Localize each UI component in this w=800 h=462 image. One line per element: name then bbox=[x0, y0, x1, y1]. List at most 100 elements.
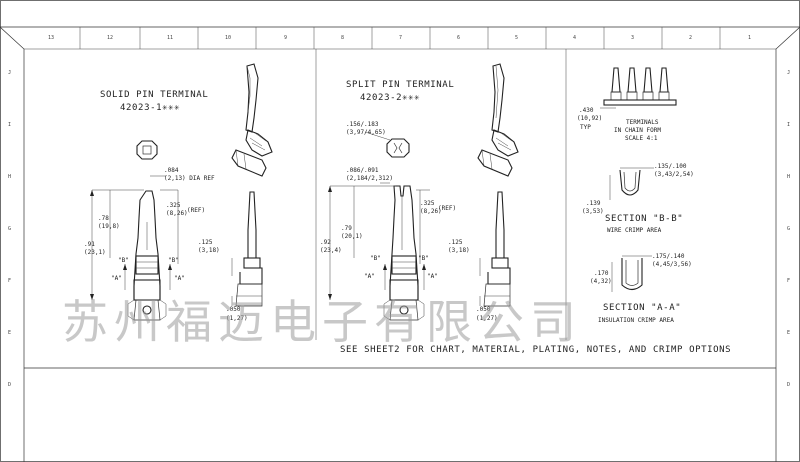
solid-dim-dia: .084 bbox=[164, 167, 179, 174]
solid-dim-78-mm: (19,8) bbox=[98, 223, 120, 230]
section-arrow bbox=[168, 264, 172, 270]
chain-caption-3: SCALE 4:1 bbox=[625, 135, 658, 142]
split-pin-front-view bbox=[383, 185, 425, 321]
solid-section-a-left: "A" bbox=[111, 275, 122, 282]
section-b-caption: WIRE CRIMP AREA bbox=[607, 227, 662, 234]
zone-label: E bbox=[8, 330, 11, 336]
solid-dim-91-mm: (23,1) bbox=[84, 249, 106, 256]
sheet-note: SEE SHEET2 FOR CHART, MATERIAL, PLATING,… bbox=[340, 345, 731, 355]
split-dim-325: .325 bbox=[420, 200, 435, 207]
chain-panel: .430 (10,92) TYP TERMINALS IN CHAIN FORM… bbox=[577, 67, 694, 324]
zone-label: I bbox=[787, 122, 790, 128]
chain-caption-2: IN CHAIN FORM bbox=[614, 127, 661, 134]
split-dim-92-mm: (23,4) bbox=[320, 247, 342, 254]
zone-labels-top: 13 12 11 10 9 8 7 6 5 4 3 2 1 bbox=[48, 35, 751, 41]
solid-dim-325-mm: (8,26) bbox=[166, 210, 188, 217]
chain-typ: TYP bbox=[580, 124, 591, 131]
solid-pin-iso-view bbox=[231, 63, 273, 177]
zone-label: D bbox=[8, 382, 11, 388]
zone-label: 3 bbox=[631, 35, 634, 41]
zone-label: 4 bbox=[573, 35, 576, 41]
zone-label: 1 bbox=[748, 35, 751, 41]
solid-dim-91: .91 bbox=[84, 241, 95, 248]
chain-dim: .430 bbox=[579, 107, 594, 114]
split-dim-086: .086/.091 bbox=[346, 167, 379, 174]
section-b-dim-top: .135/.100 bbox=[654, 163, 687, 170]
solid-dim-125-mm: (3,18) bbox=[198, 247, 220, 254]
section-b-dim-side: .139 bbox=[586, 200, 601, 207]
zone-label: 9 bbox=[284, 35, 287, 41]
solid-dim-050: .050 bbox=[226, 306, 241, 313]
section-a-dim-side-mm: (4,32) bbox=[590, 278, 612, 285]
solid-pin-section bbox=[136, 140, 158, 160]
split-part-number: 42023-2✳✳✳ bbox=[360, 93, 420, 103]
section-a-dim-top: .175/.140 bbox=[652, 253, 685, 260]
zone-labels-left: J I H G F E D bbox=[8, 70, 11, 388]
section-arrow bbox=[123, 264, 127, 270]
split-dim-086-mm: (2,184/2,312) bbox=[346, 175, 393, 182]
split-section-a-right: "A" bbox=[427, 273, 438, 280]
zone-label: 12 bbox=[107, 35, 113, 41]
zone-label: H bbox=[8, 174, 11, 180]
split-pin-panel: SPLIT PIN TERMINAL 42023-2✳✳✳ bbox=[320, 63, 519, 322]
zone-label: 10 bbox=[225, 35, 231, 41]
solid-section-b-left: "B" bbox=[118, 257, 129, 264]
split-pin-side-view bbox=[483, 191, 511, 307]
zone-label: D bbox=[787, 382, 790, 388]
section-b-title: SECTION "B-B" bbox=[605, 214, 683, 224]
zone-label: G bbox=[8, 226, 11, 232]
dim-arrow bbox=[328, 186, 332, 192]
section-arrow bbox=[422, 264, 426, 270]
zone-label: G bbox=[787, 226, 790, 232]
split-ref: (REF) bbox=[438, 205, 456, 212]
section-arrow bbox=[383, 264, 387, 270]
terminal-chain-view bbox=[600, 67, 677, 109]
split-dim-92: .92 bbox=[320, 239, 331, 246]
solid-pin-side-view bbox=[235, 191, 263, 307]
section-a-caption: INSULATION CRIMP AREA bbox=[598, 317, 674, 324]
zone-label: F bbox=[787, 278, 790, 284]
zone-label: 13 bbox=[48, 35, 54, 41]
solid-pin-panel: SOLID PIN TERMINAL 42023-1✳✳✳ bbox=[84, 63, 273, 322]
split-dim-325-mm: (8,26) bbox=[420, 208, 442, 215]
split-dim-79: .79 bbox=[341, 225, 352, 232]
chain-dim-mm: (10,92) bbox=[577, 115, 602, 122]
zone-label: H bbox=[787, 174, 790, 180]
split-pin-section bbox=[386, 138, 410, 158]
company-watermark: 苏州福迈电子有限公司 bbox=[62, 295, 582, 349]
solid-section-b-right: "B" bbox=[168, 257, 179, 264]
zone-label: 11 bbox=[167, 35, 173, 41]
section-b-dim-top-mm: (3,43/2,54) bbox=[654, 171, 694, 178]
solid-section-a-right: "A" bbox=[174, 275, 185, 282]
split-dim-125: .125 bbox=[448, 239, 463, 246]
solid-ref: (REF) bbox=[187, 207, 205, 214]
dim-arrow bbox=[90, 190, 94, 196]
zone-label: 7 bbox=[399, 35, 402, 41]
solid-part-number: 42023-1✳✳✳ bbox=[120, 103, 180, 113]
solid-pin-front-view bbox=[127, 190, 167, 321]
zone-label: 5 bbox=[515, 35, 518, 41]
solid-dim-78: .78 bbox=[98, 215, 109, 222]
solid-dim-125: .125 bbox=[198, 239, 213, 246]
solid-dimension-lines bbox=[91, 175, 233, 306]
split-dim-050-mm: (1,27) bbox=[476, 315, 498, 322]
zone-label: 6 bbox=[457, 35, 460, 41]
dim-arrow bbox=[90, 294, 94, 300]
zone-label: J bbox=[8, 70, 11, 76]
section-a-profile bbox=[611, 255, 652, 292]
zone-label: 8 bbox=[341, 35, 344, 41]
zone-label: F bbox=[8, 278, 11, 284]
split-section-a-left: "A" bbox=[364, 273, 375, 280]
section-a-title: SECTION "A-A" bbox=[603, 303, 681, 313]
split-section-b-right: "B" bbox=[418, 255, 429, 262]
split-dim-top-mm: (3,97/4,65) bbox=[346, 129, 386, 136]
split-section-b-left: "B" bbox=[370, 255, 381, 262]
dim-arrow bbox=[328, 294, 332, 300]
split-dim-79-mm: (20,1) bbox=[341, 233, 363, 240]
section-a-dim-top-mm: (4,45/3,56) bbox=[652, 261, 692, 268]
zone-labels-right: J I H G F E D bbox=[787, 70, 790, 388]
solid-dim-dia-mm: (2,13) DIA REF bbox=[164, 175, 215, 182]
solid-title: SOLID PIN TERMINAL bbox=[100, 90, 208, 100]
split-dim-050: .050 bbox=[476, 306, 491, 313]
